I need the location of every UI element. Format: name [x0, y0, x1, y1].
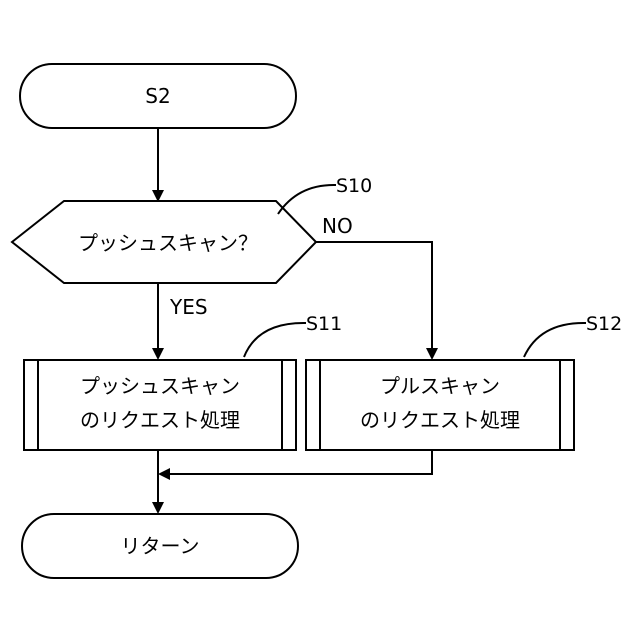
- step-label-s12: S12: [586, 313, 622, 335]
- start-label: S2: [145, 84, 170, 108]
- push-process-line-1: プッシュスキャン: [80, 374, 240, 398]
- step-label-s10: S10: [336, 175, 372, 197]
- pull-process-line-2: のリクエスト処理: [360, 408, 520, 432]
- decision-label: プッシュスキャン？: [78, 231, 258, 255]
- end-label: リターン: [121, 534, 200, 558]
- arrow-pull-merge: [160, 450, 432, 474]
- step-label-s11: S11: [306, 313, 342, 335]
- yes-label: YES: [169, 295, 208, 319]
- pull-process-line-1: プルスキャン: [380, 374, 500, 398]
- no-label: NO: [322, 214, 353, 238]
- step-leader-s11: [244, 323, 306, 357]
- step-leader-s12: [524, 323, 586, 357]
- arrow-no-branch: [316, 242, 432, 358]
- step-leader-s10: [278, 185, 336, 214]
- push-process-line-2: のリクエスト処理: [80, 408, 240, 432]
